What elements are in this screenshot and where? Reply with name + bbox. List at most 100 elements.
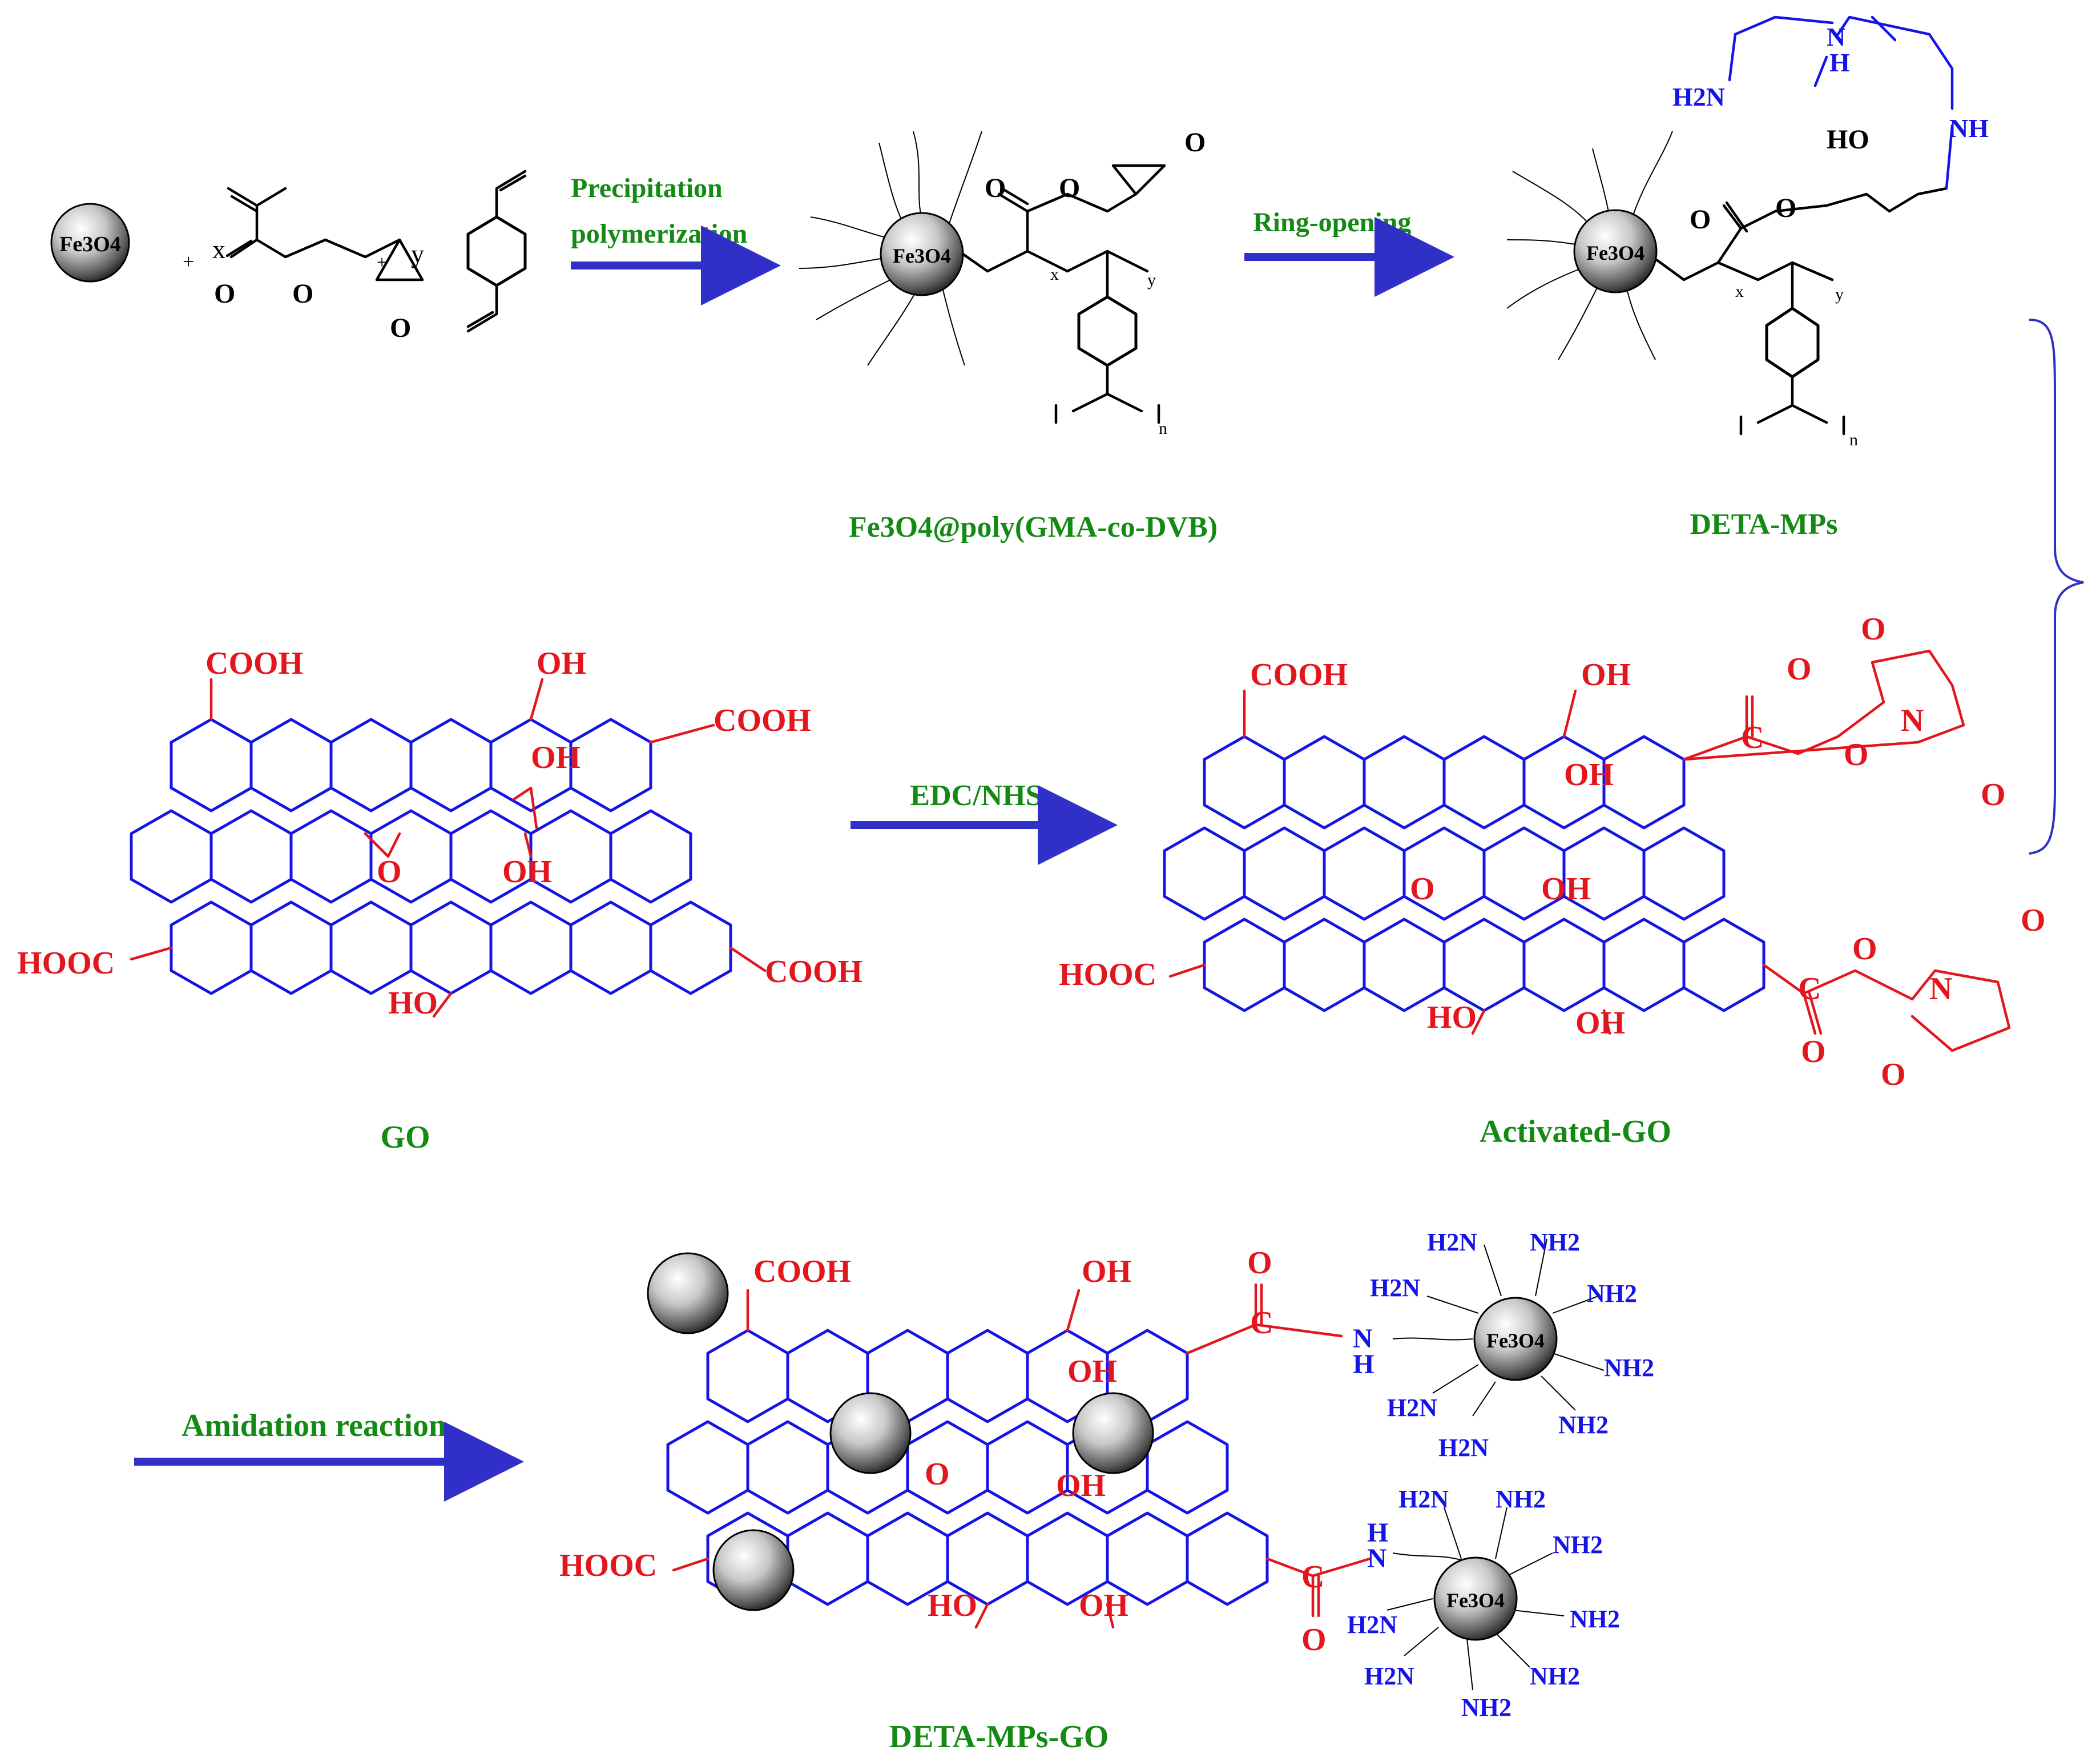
deta-mps-go-oh-center-bottom: OH	[1056, 1468, 1106, 1503]
copolymer-n-subscript: n	[1159, 419, 1167, 438]
amine-top-nh2-4: NH2	[1558, 1411, 1609, 1439]
copolymer-carbonyl-o: O	[985, 173, 1006, 203]
activated-go-oh-bottom: OH	[1575, 1005, 1625, 1041]
activated-go-hooc-left: HOOC	[1059, 957, 1156, 992]
activated-go-nhs-n-top: N	[1901, 703, 1924, 738]
amine-bottom-h2n-3: H2N	[1347, 1611, 1397, 1639]
deta-carbonyl-o: O	[1690, 204, 1711, 235]
deta-mps-go-hooc-left: HOOC	[559, 1548, 657, 1583]
amine-bottom-h2n-1: H2N	[1398, 1485, 1449, 1513]
activated-go-oh-top: OH	[1581, 657, 1631, 693]
deta-h2n-group: H2N	[1672, 82, 1725, 111]
dvb-monomer	[466, 170, 527, 333]
deta-x-subscript: x	[1735, 282, 1744, 301]
gma-ester-o: O	[292, 279, 313, 309]
go-lattice	[130, 678, 767, 1018]
activated-go-ester-c-top: C	[1741, 720, 1764, 755]
amine-bottom-nh2-1: NH2	[1496, 1485, 1546, 1513]
gma-epoxide-o: O	[390, 313, 411, 343]
amine-top-h2n-3: H2N	[1387, 1394, 1437, 1422]
activated-go-oh-center-bottom: OH	[1541, 871, 1591, 907]
deta-mps-go-epoxide-o: O	[925, 1457, 950, 1492]
deta-mps-go-name: DETA-MPs-GO	[889, 1719, 1109, 1755]
sphere-1	[647, 1252, 729, 1334]
y-coefficient: y	[411, 239, 424, 268]
copolymer-epoxide-o: O	[1184, 127, 1206, 158]
deta-n-subscript: n	[1849, 431, 1858, 449]
fe3o4-core-sphere: Fe3O4	[50, 203, 130, 283]
flow-brace	[2029, 319, 2084, 855]
deta-mps-go-amide-c-top: C	[1250, 1305, 1273, 1341]
amine-bottom-nh2-5: NH2	[1461, 1693, 1511, 1721]
copolymer-name: Fe3O4@poly(GMA-co-DVB)	[849, 511, 1218, 544]
amine-bottom-h2n-2: H2N	[1364, 1662, 1414, 1690]
amine-particle-bottom: Fe3O4	[1386, 1507, 1565, 1691]
activated-go-lattice	[1163, 649, 2011, 1052]
fe3o4-label: Fe3O4	[59, 232, 121, 256]
deta-mps-go-amide-h-top: H	[1353, 1349, 1374, 1379]
deta-ester-o: O	[1775, 193, 1796, 223]
fe3o4-label: Fe3O4	[1486, 1329, 1545, 1352]
go-cooh-top: COOH	[205, 646, 303, 681]
copolymer-y-subscript: y	[1147, 271, 1156, 289]
deta-nh-group: NH	[1949, 114, 1989, 143]
amine-bottom-nh2-3: NH2	[1570, 1605, 1620, 1633]
deta-mps-go-oh-bottom: OH	[1079, 1588, 1128, 1623]
go-name: GO	[380, 1120, 430, 1155]
sphere-4	[712, 1529, 795, 1611]
activated-go-oh-center-top: OH	[1564, 757, 1614, 793]
amine-bottom-nh2-2: NH2	[1553, 1531, 1603, 1559]
lattice-particle-spheres	[647, 1252, 1154, 1611]
deta-mps-go-ho-bottom: HO	[928, 1588, 977, 1623]
fe3o4-label: Fe3O4	[1586, 242, 1644, 264]
amine-top-h2n-2: H2N	[1370, 1274, 1420, 1302]
deta-h-group: H	[1829, 48, 1850, 77]
activated-go-ho-bottom: HO	[1427, 1000, 1477, 1035]
amine-top-h2n-1: H2N	[1427, 1228, 1477, 1256]
activated-go-succinimide-o-top-2: O	[1981, 777, 2006, 812]
ring-opening-label: Ring-opening	[1253, 207, 1411, 238]
sphere-3	[1072, 1392, 1154, 1474]
x-coefficient: x	[212, 235, 225, 264]
amine-top-nh2-1: NH2	[1530, 1228, 1580, 1256]
fe3o4-label: Fe3O4	[893, 244, 951, 267]
amine-particle-top: Fe3O4	[1426, 1238, 1605, 1417]
activated-go-succinimide-o-bottom-2: O	[1881, 1057, 1906, 1092]
deta-mps-go-amide-n-top: N	[1353, 1323, 1373, 1354]
deta-y-subscript: y	[1835, 285, 1844, 304]
go-cooh-right: COOH	[714, 703, 811, 738]
go-epoxide-o: O	[377, 854, 402, 890]
activated-go-name: Activated-GO	[1480, 1114, 1671, 1149]
go-oh-center-bottom: OH	[502, 854, 552, 890]
activated-go-epoxide-o: O	[1410, 871, 1435, 907]
deta-mps-particle: Fe3O4	[1506, 15, 1954, 436]
go-hooc-left: HOOC	[17, 946, 115, 981]
amine-top-nh2-2: NH2	[1587, 1280, 1637, 1308]
deta-mps-name: DETA-MPs	[1690, 508, 1837, 541]
sphere-2	[829, 1392, 912, 1474]
copolymer-particle: Fe3O4	[799, 131, 1166, 424]
deta-mps-go-amide-o-top: O	[1247, 1245, 1272, 1281]
activated-go-nhs-o-top: O	[1844, 737, 1869, 773]
deta-mps-go-lattice	[666, 1283, 1473, 1629]
deta-mps-go-amide-n-bottom: N	[1367, 1543, 1387, 1574]
gma-carbonyl-o: O	[214, 279, 235, 309]
deta-ho-group: HO	[1827, 124, 1869, 155]
amine-top-h2n-4: H2N	[1438, 1434, 1489, 1462]
deta-n-group: N	[1827, 22, 1845, 51]
activated-go-cooh-top: COOH	[1250, 657, 1348, 693]
go-ho-bottom: HO	[388, 985, 438, 1021]
copolymer-ester-o: O	[1059, 173, 1080, 203]
amine-bottom-nh2-4: NH2	[1530, 1662, 1580, 1690]
deta-mps-go-amide-o-bottom: O	[1301, 1622, 1327, 1658]
activated-go-carbonyl-o-top: O	[1787, 651, 1812, 687]
go-oh-center-top: OH	[531, 740, 581, 775]
fe3o4-label: Fe3O4	[1446, 1589, 1505, 1612]
go-cooh-bottom-right: COOH	[765, 954, 862, 989]
activated-go-nhs-o-bottom: O	[1852, 931, 1877, 967]
plus-sign-2: +	[377, 252, 387, 272]
deta-mps-go-amide-c-bottom: C	[1301, 1559, 1324, 1595]
activated-go-succinimide-o-top-1: O	[1861, 612, 1886, 647]
deta-mps-go-amide-h-bottom: H	[1367, 1518, 1388, 1548]
